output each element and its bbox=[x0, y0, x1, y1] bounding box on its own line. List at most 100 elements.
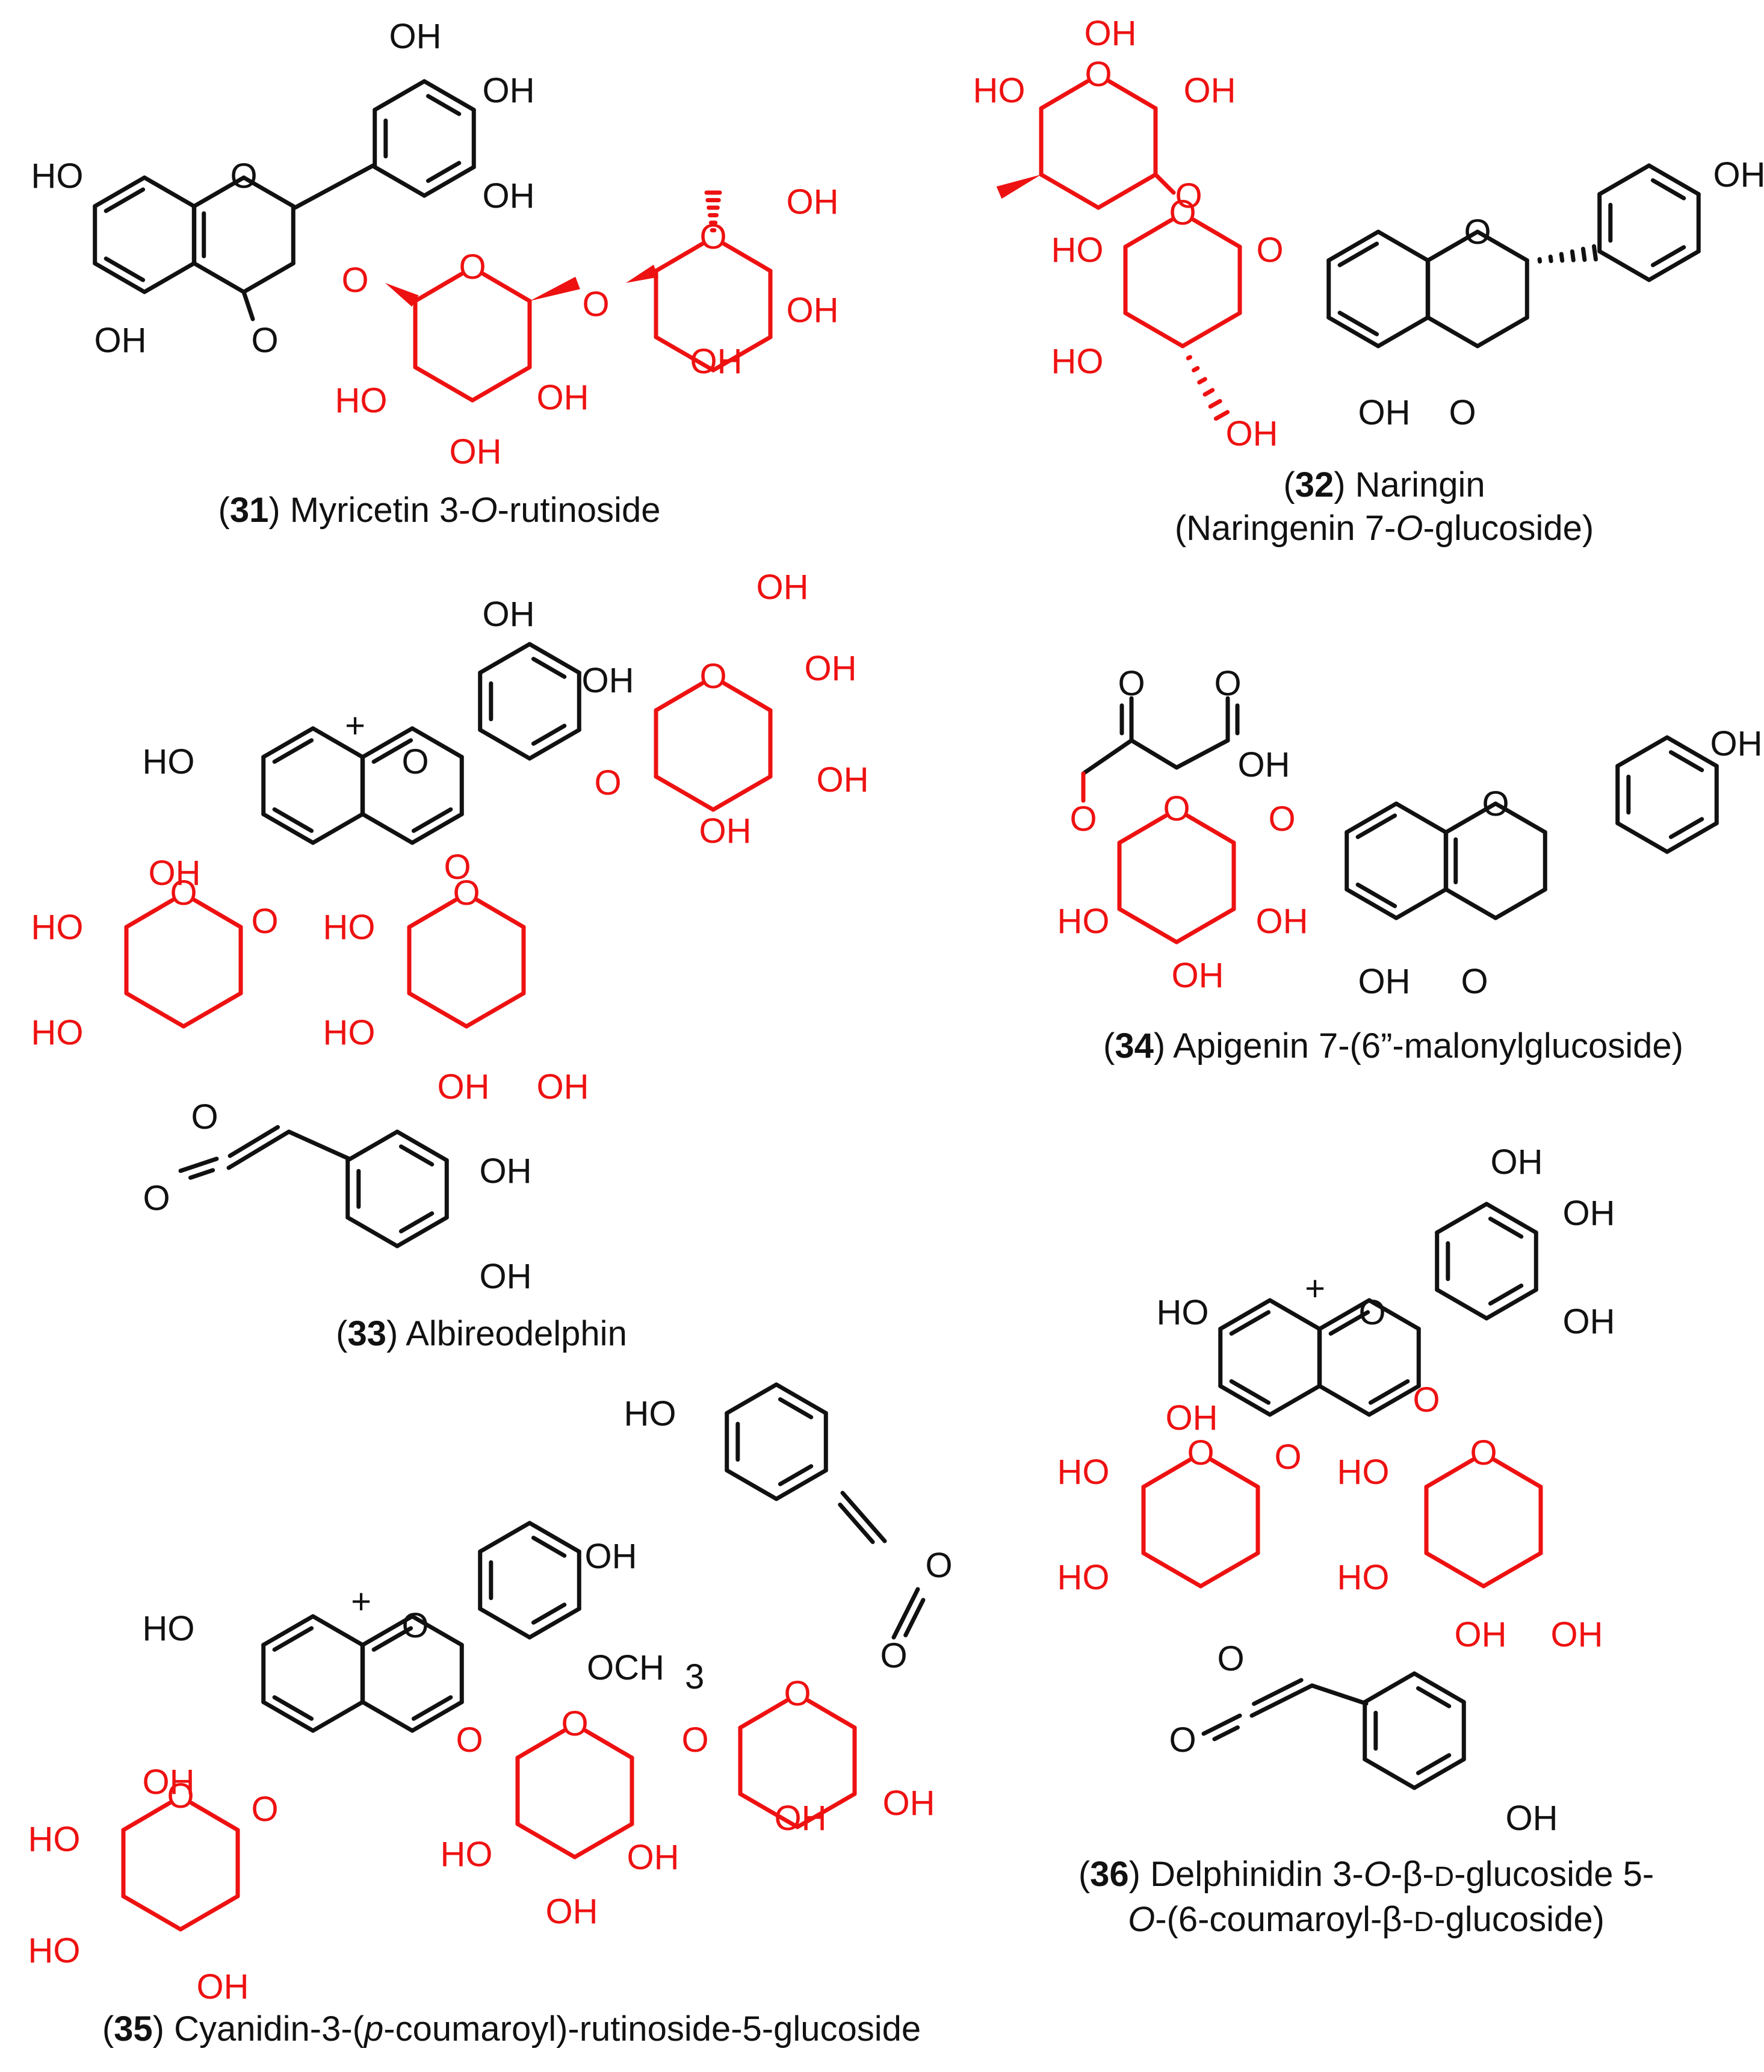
bond bbox=[348, 1132, 397, 1161]
bond bbox=[1212, 1460, 1258, 1487]
ring-oxygen-label: O bbox=[453, 873, 480, 913]
bond bbox=[313, 814, 362, 843]
bond bbox=[295, 166, 373, 208]
bond bbox=[123, 1896, 181, 1929]
bond bbox=[480, 1523, 530, 1552]
bond bbox=[194, 900, 241, 927]
bond bbox=[274, 1628, 311, 1650]
ring-oxygen-label: O bbox=[699, 657, 726, 696]
bond bbox=[466, 993, 524, 1026]
atom-label: OH bbox=[149, 854, 201, 893]
bond bbox=[656, 777, 713, 810]
bond bbox=[530, 644, 579, 673]
atom-label: + bbox=[1305, 1269, 1325, 1308]
bond bbox=[1550, 256, 1551, 261]
bond bbox=[518, 1824, 575, 1857]
atom-label: O bbox=[1274, 1438, 1301, 1477]
atom-label: O bbox=[925, 1546, 952, 1585]
bond bbox=[1144, 1553, 1201, 1586]
atom-label: O bbox=[594, 763, 621, 802]
atom-label: OH bbox=[1713, 155, 1764, 194]
atom-label: O bbox=[230, 157, 257, 196]
ring-oxygen-label: O bbox=[1169, 193, 1196, 232]
atom-label: OH bbox=[537, 378, 589, 417]
atom-label: HO bbox=[143, 1609, 195, 1648]
bond bbox=[1041, 175, 1098, 208]
atom-label: O bbox=[191, 1097, 218, 1137]
bond bbox=[190, 1170, 212, 1177]
bond bbox=[472, 367, 530, 400]
atom-label: HO bbox=[28, 1931, 81, 1970]
atom-label: OH bbox=[483, 176, 535, 216]
atom-label: OH bbox=[699, 811, 752, 851]
bond bbox=[1340, 244, 1376, 265]
bond bbox=[194, 264, 244, 293]
bond bbox=[191, 1803, 238, 1830]
bond bbox=[289, 1132, 349, 1159]
bond bbox=[1210, 401, 1220, 406]
bond bbox=[1428, 318, 1478, 347]
bond bbox=[1600, 166, 1649, 194]
atom-label: HO bbox=[28, 1820, 81, 1859]
ring-oxygen-label: O bbox=[1163, 789, 1190, 828]
bond bbox=[1365, 1673, 1414, 1702]
bond bbox=[1484, 1553, 1541, 1586]
bond bbox=[126, 900, 173, 927]
atom-label: O bbox=[1169, 1720, 1196, 1760]
bond bbox=[1667, 824, 1716, 852]
bond bbox=[1649, 166, 1698, 194]
atom-label: OH bbox=[787, 291, 839, 330]
atom-label: OH bbox=[197, 1967, 249, 2006]
bond bbox=[656, 683, 702, 710]
atom-label: HO bbox=[1051, 342, 1104, 381]
bond bbox=[518, 1731, 564, 1758]
atom-label: OH bbox=[1172, 956, 1224, 995]
bond bbox=[1561, 254, 1562, 261]
bond bbox=[724, 244, 770, 271]
atom-label: OH bbox=[94, 321, 147, 360]
atom-label: O bbox=[1464, 212, 1491, 252]
atom-label: HO bbox=[1157, 1293, 1209, 1332]
bond bbox=[480, 644, 530, 673]
atom-label: OH bbox=[1358, 962, 1411, 1001]
bond bbox=[1426, 1460, 1473, 1487]
bond bbox=[1667, 737, 1716, 766]
atom-label: O bbox=[1358, 1293, 1385, 1332]
bond bbox=[363, 814, 412, 843]
bond bbox=[1572, 252, 1573, 261]
bond bbox=[656, 244, 702, 271]
atom-label: HO bbox=[323, 1013, 376, 1052]
atom-label: OH bbox=[1166, 1398, 1218, 1438]
atom-label: O bbox=[251, 1790, 278, 1829]
bond bbox=[1446, 890, 1496, 919]
atom-label: OH bbox=[805, 649, 857, 688]
wedge-bond bbox=[626, 265, 658, 283]
atom-label: O bbox=[341, 261, 368, 300]
caption-35: (35) Cyanidin-3-(p-coumaroyl)-rutinoside… bbox=[12, 2008, 1011, 2051]
bond bbox=[1414, 1673, 1464, 1702]
caption-31: (31) Myricetin 3-O-rutinoside bbox=[108, 489, 770, 532]
atom-label: OH bbox=[1184, 71, 1236, 110]
atom-label: O bbox=[1256, 231, 1283, 270]
bond bbox=[348, 1218, 397, 1247]
bond bbox=[123, 1803, 170, 1830]
bond bbox=[1594, 246, 1596, 259]
bond bbox=[586, 1731, 632, 1758]
bond bbox=[1199, 379, 1205, 382]
atom-label: HO bbox=[1337, 1558, 1390, 1597]
bond bbox=[1396, 804, 1446, 833]
atom-label: OH bbox=[775, 1799, 827, 1838]
bond bbox=[740, 1701, 787, 1728]
bond bbox=[363, 1702, 412, 1731]
atom-label: O bbox=[456, 1720, 483, 1760]
atom-label: OH bbox=[537, 1067, 589, 1106]
bond bbox=[1119, 816, 1166, 843]
bond bbox=[106, 190, 143, 211]
bond bbox=[1254, 1680, 1302, 1704]
atom-label: O bbox=[880, 1636, 907, 1675]
atom-label: HO bbox=[31, 157, 84, 196]
atom-label: OH bbox=[143, 1763, 195, 1802]
bond bbox=[1396, 890, 1446, 919]
